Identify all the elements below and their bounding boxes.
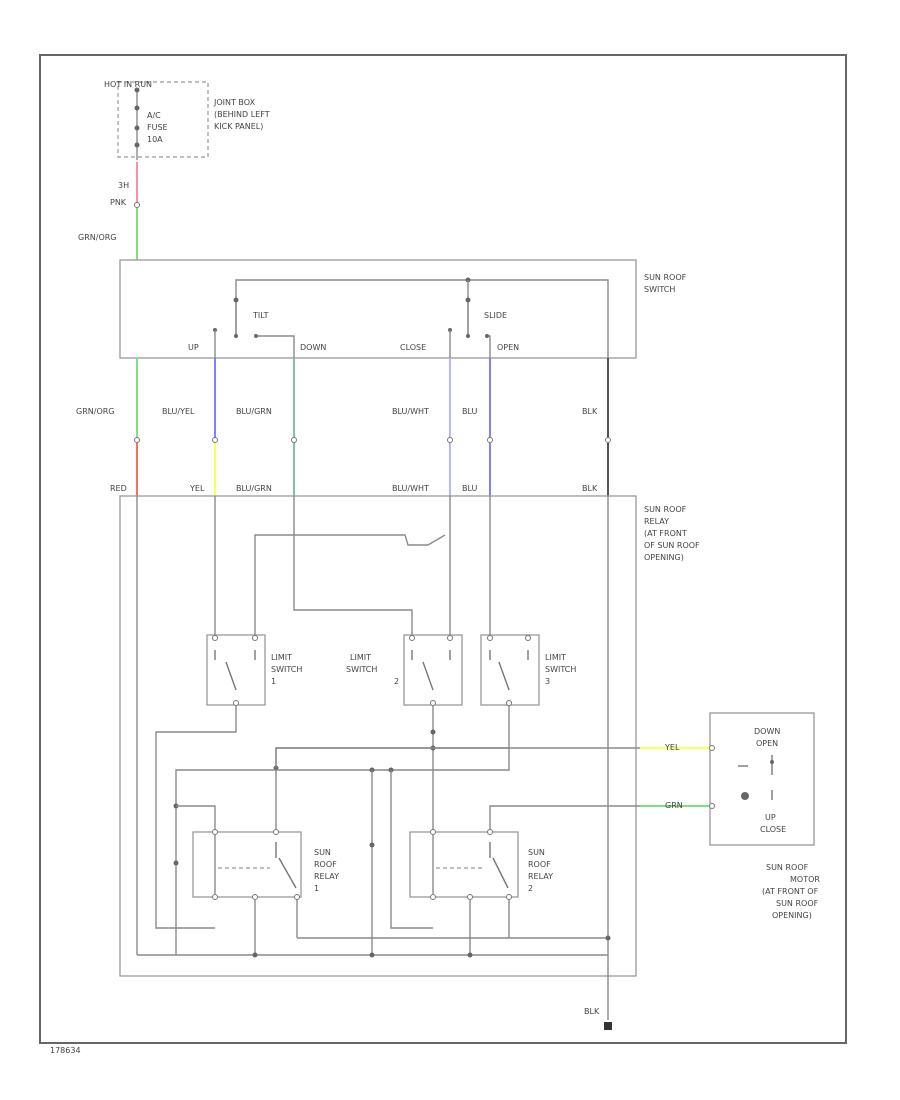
- relay-unit-label-3: (AT FRONT: [644, 529, 687, 538]
- limit-switch-2-line2: SWITCH: [346, 665, 377, 674]
- fuse-label-ac: A/C: [147, 111, 161, 120]
- joint-box-location-2: KICK PANEL): [214, 122, 263, 131]
- relay-2-line1: SUN: [528, 848, 545, 857]
- grn-org-label-top: GRN/ORG: [78, 233, 117, 242]
- motor-label-3: (AT FRONT OF: [762, 887, 819, 896]
- sunroof-relay-1: SUN ROOF RELAY 1: [192, 829, 339, 938]
- sunroof-switch: SUN ROOF SWITCH TILT SLIDE UP DOWN CLOSE…: [119, 259, 687, 359]
- limit-switch-1-line1: LIMIT: [271, 653, 292, 662]
- blu-label-lower: BLU: [462, 484, 478, 493]
- limit-switch-1-line2: SWITCH: [271, 665, 302, 674]
- close-label: CLOSE: [400, 343, 426, 352]
- motor-close-label: CLOSE: [760, 825, 786, 834]
- hot-in-run-label: HOT IN RUN: [104, 80, 152, 89]
- limit-switch-1-line3: 1: [271, 677, 276, 686]
- yel-label: YEL: [189, 484, 205, 493]
- relay-2-line2: ROOF: [528, 860, 551, 869]
- connector-label-3h: 3H: [118, 181, 129, 190]
- blu-grn-label-lower: BLU/GRN: [236, 484, 272, 493]
- sunroof-switch-label-1: SUN ROOF: [644, 273, 687, 282]
- up-label: UP: [188, 343, 199, 352]
- motor-label-1: SUN ROOF: [766, 863, 809, 872]
- motor-wire-yel-label: YEL: [664, 743, 680, 752]
- motor-wire-grn-label: GRN: [665, 801, 683, 810]
- blu-label-upper: BLU: [462, 407, 478, 416]
- relay-2-line3: RELAY: [528, 872, 553, 881]
- motor-up-label: UP: [765, 813, 776, 822]
- red-label: RED: [110, 484, 127, 493]
- motor-label-4: SUN ROOF: [776, 899, 819, 908]
- blu-wht-label-upper: BLU/WHT: [392, 407, 429, 416]
- connector-label-pnk: PNK: [110, 198, 127, 207]
- relay-unit-box: [119, 495, 637, 977]
- limit-switch-2: LIMIT SWITCH 2: [346, 634, 463, 706]
- joint-box-location-1: (BEHIND LEFT: [214, 110, 270, 119]
- relay-1-line1: SUN: [314, 848, 331, 857]
- motor-open-label: OPEN: [756, 739, 778, 748]
- diagram-frame: [39, 54, 847, 1044]
- ground-wire-label: BLK: [584, 1007, 600, 1016]
- sunroof-motor: YEL GRN DOWN OPEN UP CLOSE SUN ROOF MOTO…: [664, 712, 820, 920]
- blu-yel-label: BLU/YEL: [162, 407, 195, 416]
- relay-1-line4: 1: [314, 884, 319, 893]
- tilt-label: TILT: [252, 311, 269, 320]
- sunroof-switch-label-2: SWITCH: [644, 285, 675, 294]
- relay-unit-label-4: OF SUN ROOF: [644, 541, 700, 550]
- relay-2-line4: 2: [528, 884, 533, 893]
- joint-box-outline: [117, 81, 209, 158]
- blk-label-upper: BLK: [582, 407, 598, 416]
- relay-unit-label-5: OPENING): [644, 553, 684, 562]
- motor-label-2: MOTOR: [790, 875, 820, 884]
- grn-org-label: GRN/ORG: [76, 407, 115, 416]
- relay-1-line3: RELAY: [314, 872, 339, 881]
- limit-switch-3-line1: LIMIT: [545, 653, 566, 662]
- limit-switch-1: LIMIT SWITCH 1: [206, 634, 302, 706]
- fuse-label-fuse: FUSE: [147, 123, 168, 132]
- relay-unit-label-2: RELAY: [644, 517, 669, 526]
- diagram-id: 178634: [50, 1046, 81, 1055]
- relay-unit-label-1: SUN ROOF: [644, 505, 687, 514]
- blu-wht-label-lower: BLU/WHT: [392, 484, 429, 493]
- limit-switch-2-line3: 2: [394, 677, 399, 686]
- blu-grn-label-upper: BLU/GRN: [236, 407, 272, 416]
- motor-label-5: OPENING): [772, 911, 812, 920]
- blk-label-lower: BLK: [582, 484, 598, 493]
- limit-switch-3-line3: 3: [545, 677, 550, 686]
- motor-down-label: DOWN: [754, 727, 780, 736]
- limit-switch-2-line1: LIMIT: [350, 653, 371, 662]
- slide-label: SLIDE: [484, 311, 507, 320]
- fuse-block: HOT IN RUN A/C FUSE 10A JOINT BOX (BEHIN…: [104, 80, 270, 160]
- open-label: OPEN: [497, 343, 519, 352]
- relay-1-line2: ROOF: [314, 860, 337, 869]
- limit-switch-3: LIMIT SWITCH 3: [480, 634, 576, 706]
- fuse-label-rating: 10A: [147, 135, 163, 144]
- sunroof-relay-2: SUN ROOF RELAY 2: [409, 829, 553, 938]
- joint-box-label: JOINT BOX: [213, 98, 256, 107]
- relay-unit: SUN ROOF RELAY (AT FRONT OF SUN ROOF OPE…: [119, 495, 710, 1020]
- down-label: DOWN: [300, 343, 326, 352]
- ground-symbol: [604, 1022, 612, 1030]
- sunroof-switch-box: [119, 259, 637, 359]
- limit-switch-3-line2: SWITCH: [545, 665, 576, 674]
- motor-box: [709, 712, 815, 846]
